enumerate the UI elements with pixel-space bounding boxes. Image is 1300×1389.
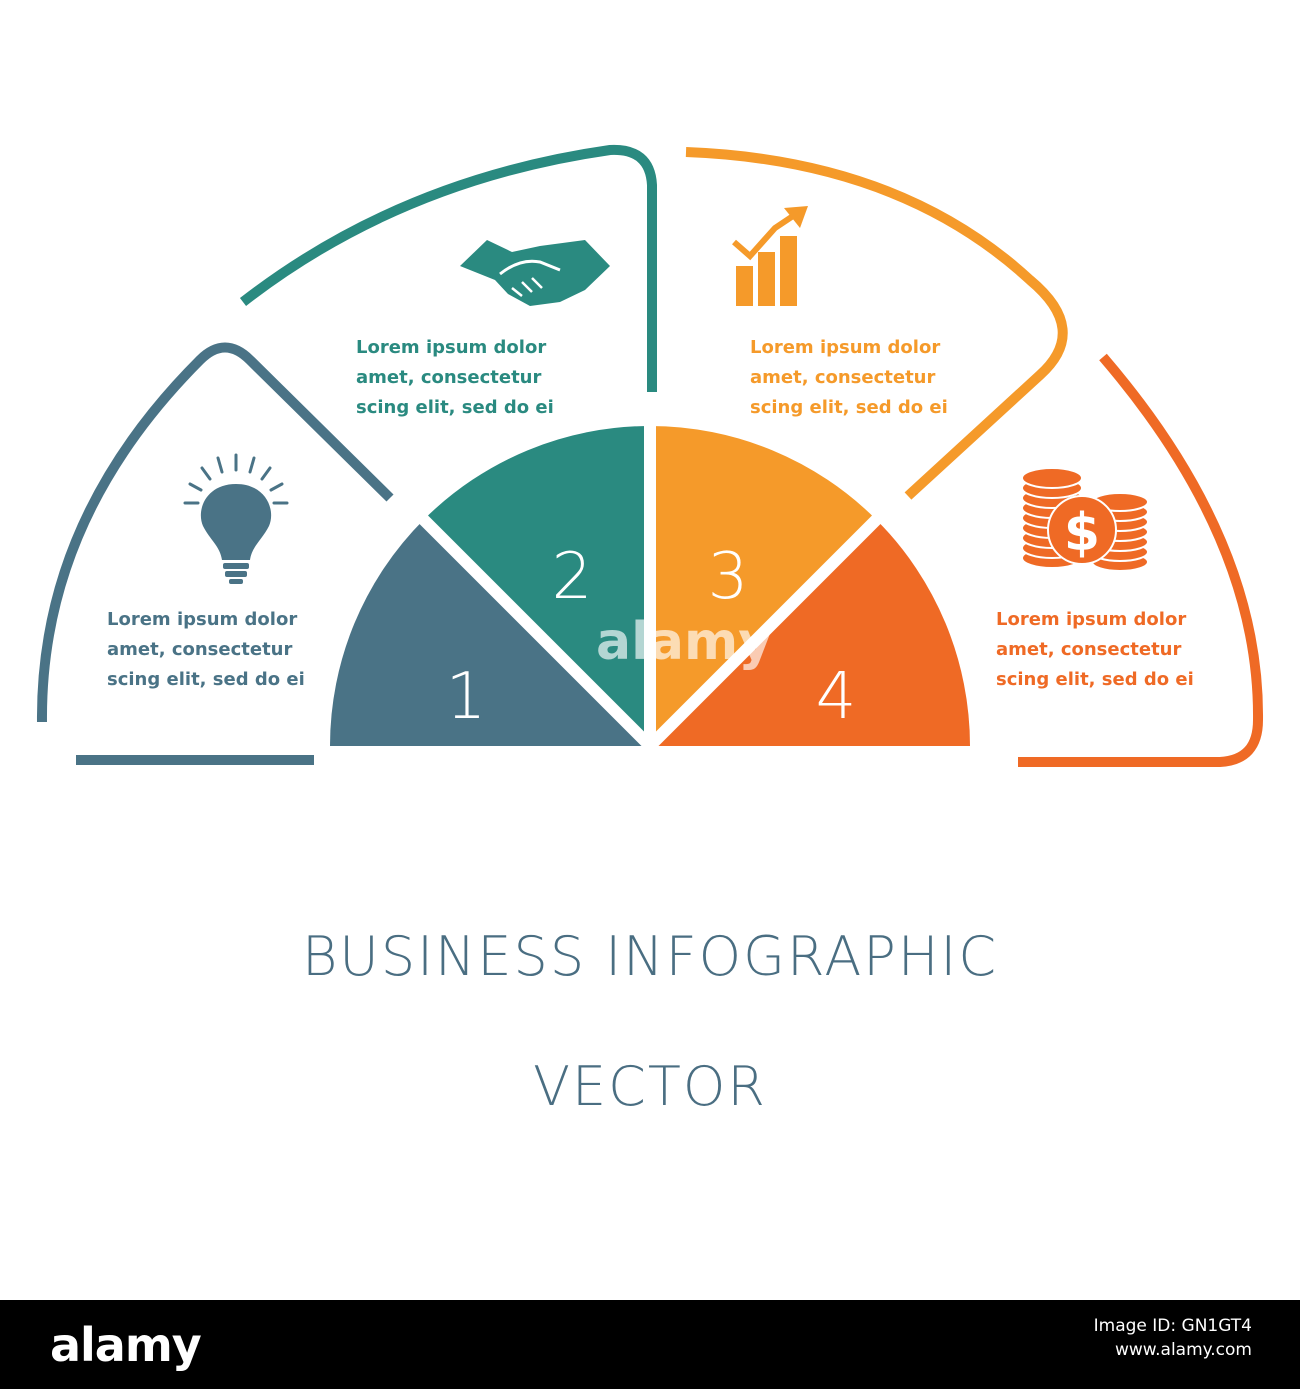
watermark: alamy <box>596 612 773 672</box>
dollar-coins-icon: $ <box>1021 467 1149 572</box>
footer-logo: alamy <box>50 1318 202 1372</box>
stock-footer: alamy Image ID: GN1GT4 www.alamy.com <box>0 1300 1300 1389</box>
segment-number-2: 2 <box>551 540 593 614</box>
segment-number-4: 4 <box>815 660 857 734</box>
image-id: Image ID: GN1GT4 <box>1093 1316 1252 1336</box>
caption-line: Lorem ipsum dolor <box>107 609 298 630</box>
growth-chart-icon <box>732 206 808 306</box>
title-line-1: BUSINESS INFOGRAPHIC <box>301 925 999 988</box>
sector-2 <box>423 426 650 746</box>
caption-line: Lorem ipsum dolor <box>356 337 547 358</box>
frame-segment-1 <box>36 342 394 723</box>
caption-segment-1: Lorem ipsum dolor amet, consectetur scin… <box>107 605 305 695</box>
caption-line: Lorem ipsum dolor <box>996 609 1187 630</box>
caption-line: scing elit, sed do ei <box>996 669 1194 690</box>
caption-segment-4: Lorem ipsum dolor amet, consectetur scin… <box>996 605 1194 695</box>
caption-line: amet, consectetur <box>750 367 936 388</box>
frame-segment-4 <box>1018 353 1264 767</box>
caption-line: scing elit, sed do ei <box>107 669 305 690</box>
caption-line: amet, consectetur <box>107 639 293 660</box>
title-line-2: VECTOR <box>533 1055 767 1118</box>
sector-1 <box>330 519 650 746</box>
infographic-diagram: $ <box>36 144 1264 767</box>
caption-line: Lorem ipsum dolor <box>750 337 941 358</box>
caption-line: amet, consectetur <box>356 367 542 388</box>
segment-number-1: 1 <box>445 660 487 734</box>
caption-segment-3: Lorem ipsum dolor amet, consectetur scin… <box>750 333 948 423</box>
caption-segment-2: Lorem ipsum dolor amet, consectetur scin… <box>356 333 554 423</box>
svg-text:$: $ <box>1064 503 1100 563</box>
segment-number-3: 3 <box>707 540 749 614</box>
caption-line: scing elit, sed do ei <box>356 397 554 418</box>
handshake-icon <box>460 240 610 306</box>
sector-3 <box>650 426 877 746</box>
frame-segment-3 <box>685 147 1068 500</box>
site-url: www.alamy.com <box>1114 1340 1252 1360</box>
frame-segment-2 <box>239 144 657 392</box>
footer-info: Image ID: GN1GT4 www.alamy.com <box>1094 1314 1252 1362</box>
caption-line: amet, consectetur <box>996 639 1182 660</box>
sector-4 <box>650 519 971 746</box>
caption-line: scing elit, sed do ei <box>750 397 948 418</box>
lightbulb-icon <box>183 453 289 584</box>
